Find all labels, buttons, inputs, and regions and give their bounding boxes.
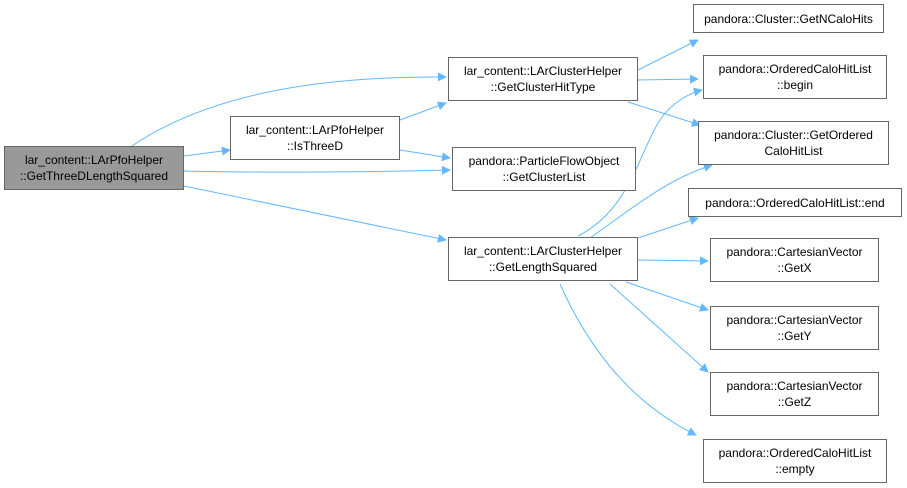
- edge-length-getx: [637, 256, 709, 266]
- edge-length-empty: [559, 283, 697, 436]
- node-get-ordered-calo-hit-list[interactable]: pandora::Cluster::GetOrdered CaloHitList: [698, 121, 889, 165]
- node-line-2: ::GetX: [777, 261, 812, 275]
- edge-root-hittype: [131, 72, 447, 147]
- edge-hittype-ncalohits: [637, 39, 699, 71]
- node-ordered-calo-hit-list-empty[interactable]: pandora::OrderedCaloHitList ::empty: [703, 439, 887, 483]
- edge-length-gety: [625, 281, 709, 312]
- node-ordered-calo-hit-list-end[interactable]: pandora::OrderedCaloHitList::end: [688, 188, 902, 217]
- node-get-cluster-list[interactable]: pandora::ParticleFlowObject ::GetCluster…: [452, 147, 636, 191]
- node-cartesian-vector-get-y[interactable]: pandora::CartesianVector ::GetY: [710, 306, 879, 350]
- node-line-2: ::empty: [775, 462, 815, 476]
- edge-hittype-begin: [637, 74, 699, 84]
- node-line-2: ::GetY: [777, 329, 812, 343]
- node-line-1: pandora::OrderedCaloHitList: [718, 62, 872, 76]
- node-line-1: pandora::ParticleFlowObject: [468, 154, 620, 168]
- edge-hittype-ordered: [627, 101, 701, 127]
- node-line-1: lar_content::LArClusterHelper: [463, 244, 623, 258]
- edge-root-lengthsq: [183, 185, 447, 243]
- node-cartesian-vector-get-z[interactable]: pandora::CartesianVector ::GetZ: [710, 372, 879, 416]
- edge-length-begin: [577, 87, 703, 237]
- node-line-2: CaloHitList: [764, 144, 823, 158]
- node-line-2: ::begin: [776, 78, 814, 92]
- node-line-1: pandora::CartesianVector: [726, 379, 863, 393]
- node-line-1: pandora::OrderedCaloHitList: [718, 446, 872, 460]
- node-is-threed[interactable]: lar_content::LArPfoHelper ::IsThreeD: [230, 116, 400, 160]
- node-line-1: pandora::Cluster::GetNCaloHits: [704, 11, 873, 26]
- node-line-1: pandora::CartesianVector: [726, 245, 863, 259]
- node-line-1: pandora::CartesianVector: [726, 313, 863, 327]
- node-line-2: ::IsThreeD: [286, 139, 343, 153]
- edge-isthreed-hittype: [399, 101, 447, 121]
- node-line-1: lar_content::LArPfoHelper: [24, 153, 164, 167]
- node-get-threed-length-squared[interactable]: lar_content::LArPfoHelper ::GetThreeDLen…: [4, 146, 184, 190]
- node-get-length-squared[interactable]: lar_content::LArClusterHelper ::GetLengt…: [448, 237, 638, 281]
- node-ordered-calo-hit-list-begin[interactable]: pandora::OrderedCaloHitList ::begin: [703, 55, 887, 99]
- edge-length-getz: [609, 283, 709, 373]
- edge-isthreed-clusterlist: [399, 149, 451, 162]
- node-line-2: ::GetClusterList: [502, 170, 586, 184]
- node-line-1: lar_content::LArPfoHelper: [245, 123, 385, 137]
- node-get-cluster-hit-type[interactable]: lar_content::LArClusterHelper ::GetClust…: [448, 57, 638, 101]
- edge-root-clusterlist: [183, 165, 451, 175]
- node-line-1: pandora::OrderedCaloHitList::end: [705, 195, 885, 210]
- edge-root-isthreed: [183, 146, 231, 157]
- edge-length-end: [637, 216, 699, 239]
- edge-length-ordered: [589, 163, 713, 239]
- node-line-1: pandora::Cluster::GetOrdered: [714, 128, 873, 142]
- node-line-2: ::GetThreeDLengthSquared: [19, 169, 169, 183]
- node-get-n-calo-hits[interactable]: pandora::Cluster::GetNCaloHits: [693, 4, 884, 33]
- node-line-1: lar_content::LArClusterHelper: [463, 64, 623, 78]
- node-cartesian-vector-get-x[interactable]: pandora::CartesianVector ::GetX: [710, 238, 879, 282]
- node-line-2: ::GetClusterHitType: [490, 80, 596, 94]
- node-line-2: ::GetLengthSquared: [488, 260, 598, 274]
- node-line-2: ::GetZ: [777, 395, 812, 409]
